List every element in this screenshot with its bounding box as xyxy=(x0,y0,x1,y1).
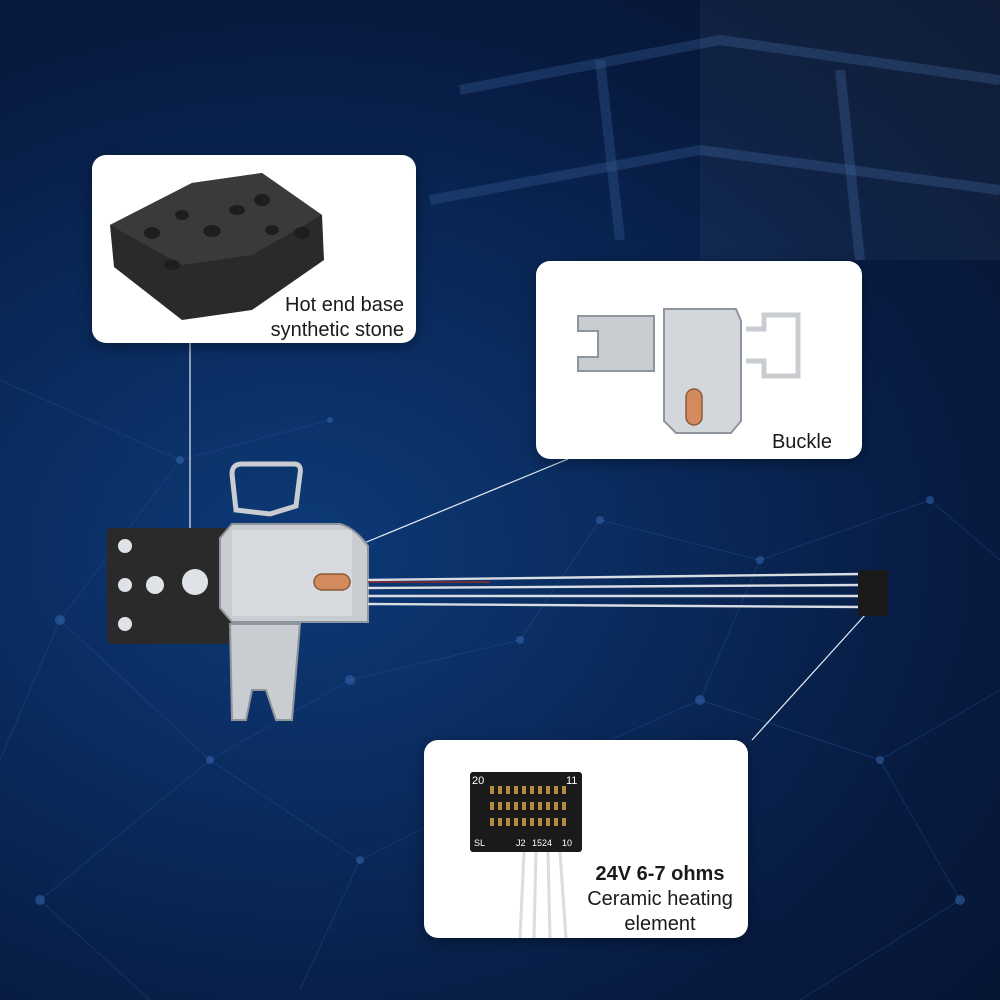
heater-spec: 24V 6-7 ohms xyxy=(595,863,725,885)
callout-card-base: Hot end base synthetic stone xyxy=(92,155,416,343)
buckle-image xyxy=(577,308,801,434)
base-label-line1: Hot end base xyxy=(285,294,404,316)
pin-label-bottom-mid: J2 xyxy=(516,838,526,848)
heater-connector-image: 20 11 SL J2 1524 10 xyxy=(470,772,582,938)
heater-label-line2: element xyxy=(624,913,696,935)
pin-label-bottom-code: 1524 xyxy=(532,838,552,848)
callout-card-heater: 20 11 SL J2 1524 10 24V 6-7 ohms Ceramic… xyxy=(424,740,748,938)
callout-card-buckle: Buckle xyxy=(536,261,862,459)
pin-label-left: 20 xyxy=(472,775,484,787)
pin-label-bottom-right: 10 xyxy=(562,838,572,848)
pin-label-bottom-left: SL xyxy=(474,838,485,848)
stone-base-image xyxy=(110,173,324,320)
base-label-line2: synthetic stone xyxy=(270,319,404,341)
buckle-label: Buckle xyxy=(771,431,832,453)
pin-label-right: 11 xyxy=(566,775,577,787)
heater-label-line1: Ceramic heating xyxy=(587,888,733,910)
